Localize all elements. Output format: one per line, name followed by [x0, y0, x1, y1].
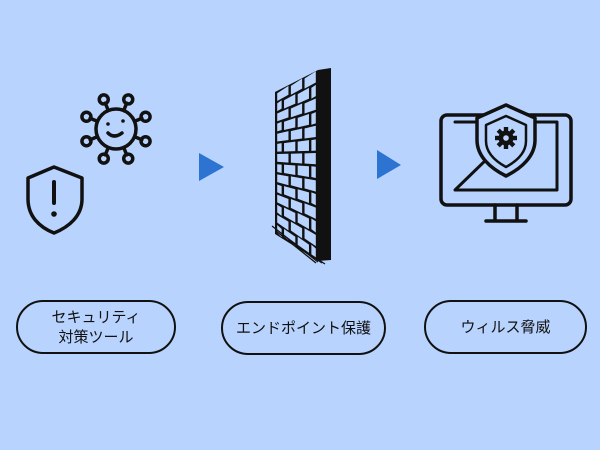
flow-node-1: セキュリティ 対策ツール	[16, 300, 176, 354]
flow-node-2: エンドポイント保護	[221, 301, 386, 355]
flow-node-3-label: ウィルス脅威	[460, 318, 551, 336]
arrow-right-icon	[199, 153, 224, 181]
virus-icon	[80, 93, 152, 165]
flow-node-2-label: エンドポイント保護	[235, 319, 371, 337]
brick-firewall-icon	[271, 68, 331, 265]
arrow-right-icon	[377, 150, 401, 179]
monitor-shield-gear-icon	[439, 103, 573, 223]
flow-node-3: ウィルス脅威	[424, 300, 587, 354]
flow-node-1-label: セキュリティ 対策ツール	[51, 308, 141, 346]
warning-shield-icon	[26, 165, 84, 235]
